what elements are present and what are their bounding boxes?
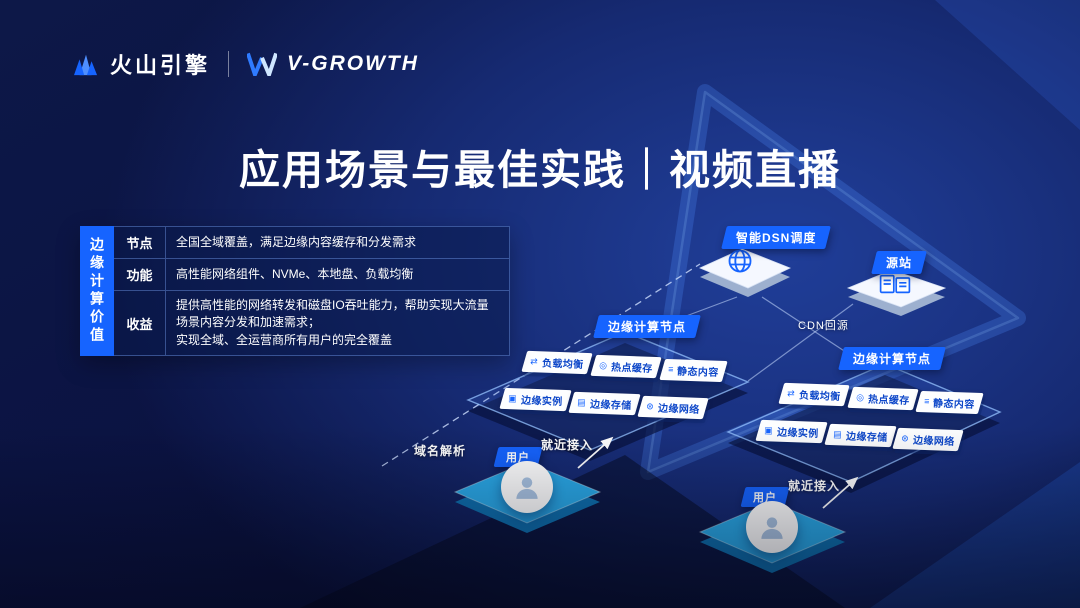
edge-value-table: 边缘计算价值 节点 全国全域覆盖，满足边缘内容缓存和分发需求 功能 高性能网络组… xyxy=(80,226,510,357)
edge1-module-edge-network: ⊛ 边缘网络 xyxy=(637,395,709,420)
edge-instance-icon: ▣ xyxy=(508,393,517,404)
table-row-benefit: 收益 提供高性能的网络转发和磁盘IO吞吐能力，帮助实现大流量场景内容分发和加速需… xyxy=(114,291,509,356)
origin-site-pill: 源站 xyxy=(874,251,924,274)
edge2-module-edge-storage: ▤ 边缘存储 xyxy=(824,423,897,448)
edge-module-label: 边缘存储 xyxy=(589,399,632,413)
edge-module-label: 边缘实例 xyxy=(776,427,819,441)
brand-vgrowth-label: V-GROWTH xyxy=(287,52,419,75)
edge1-module-edge-storage: ▤ 边缘存储 xyxy=(568,391,641,416)
table-row-node: 节点 全国全域覆盖，满足边缘内容缓存和分发需求 xyxy=(114,227,509,259)
edge1-module-edge-instance: ▣ 边缘实例 xyxy=(499,387,572,412)
origin-server-icon xyxy=(878,272,912,301)
person-icon xyxy=(516,477,538,499)
edge-module-label: 边缘网络 xyxy=(657,403,700,416)
row-label: 节点 xyxy=(114,227,166,258)
edge-module-label: 边缘网络 xyxy=(912,435,955,448)
dsn-scheduler-pill: 智能DSN调度 xyxy=(724,226,828,249)
static-content-icon: ≡ xyxy=(668,364,674,375)
user-avatar-2 xyxy=(746,501,798,553)
cdn-back-to-origin-label: CDN回源 xyxy=(798,320,849,332)
user-avatar-1 xyxy=(501,461,553,513)
edge2-module-edge-network: ⊛ 边缘网络 xyxy=(892,427,964,452)
edge-module-label: 边缘存储 xyxy=(845,431,888,445)
load-balance-icon: ⇄ xyxy=(530,356,538,367)
edge-module-label: 边缘实例 xyxy=(520,395,563,409)
volcano-engine-logo-icon xyxy=(74,54,98,76)
edge-network-icon: ⊛ xyxy=(901,433,909,444)
edge-node-2-pill: 边缘计算节点 xyxy=(841,347,943,370)
logo-divider xyxy=(228,51,230,77)
table-vertical-label: 边缘计算价值 xyxy=(80,226,114,357)
load-balance-icon: ⇄ xyxy=(787,388,795,399)
nearby-access-label-2: 就近接入 xyxy=(788,479,841,493)
edge-storage-icon: ▤ xyxy=(833,429,842,440)
edge1-module-hot-cache: ◎ 热点缓存 xyxy=(590,354,662,379)
hot-cache-icon: ◎ xyxy=(599,360,608,371)
row-label: 功能 xyxy=(114,259,166,290)
cdn-back-to-origin-line xyxy=(747,303,854,382)
edge2-module-static-content: ≡ 静态内容 xyxy=(915,390,984,415)
row-label: 收益 xyxy=(114,291,166,356)
slide-title: 应用场景与最佳实践｜视频直播 xyxy=(239,147,841,193)
person-icon xyxy=(761,517,783,539)
edge-module-label: 热点缓存 xyxy=(867,394,910,408)
nearby-access-label-1: 就近接入 xyxy=(541,438,594,452)
domain-resolution-label: 域名解析 xyxy=(414,444,467,458)
edge-instance-icon: ▣ xyxy=(764,425,773,436)
row-text: 提供高性能的网络转发和磁盘IO吞吐能力，帮助实现大流量场景内容分发和加速需求； … xyxy=(176,298,489,347)
vgrowth-logo-icon xyxy=(247,52,278,76)
edge-module-label: 负载均衡 xyxy=(541,358,584,371)
edge-storage-icon: ▤ xyxy=(577,397,586,408)
edge2-module-edge-instance: ▣ 边缘实例 xyxy=(755,419,828,444)
accent-triangle-bottom-right xyxy=(870,462,1080,608)
edge-module-label: 热点缓存 xyxy=(610,362,653,376)
edge2-module-load-balance: ⇄ 负载均衡 xyxy=(778,382,850,407)
edge-node-1-pill: 边缘计算节点 xyxy=(596,315,698,338)
table-rows: 节点 全国全域覆盖，满足边缘内容缓存和分发需求 功能 高性能网络组件、NVMe、… xyxy=(114,226,510,357)
table-row-function: 功能 高性能网络组件、NVMe、本地盘、负载均衡 xyxy=(114,259,509,291)
brand-header: 火山引擎 V-GROWTH xyxy=(72,48,419,80)
edge1-module-load-balance: ⇄ 负载均衡 xyxy=(521,350,593,375)
dsn-globe-icon xyxy=(726,247,754,280)
row-text: 全国全域覆盖，满足边缘内容缓存和分发需求 xyxy=(176,234,417,249)
hot-cache-icon: ◎ xyxy=(856,392,865,403)
brand-volcengine-label: 火山引擎 xyxy=(110,53,211,78)
edge-module-label: 静态内容 xyxy=(677,366,720,379)
corner-triangle-top-right xyxy=(935,0,1080,130)
static-content-icon: ≡ xyxy=(924,396,930,407)
edge-module-label: 静态内容 xyxy=(933,398,976,411)
edge1-module-static-content: ≡ 静态内容 xyxy=(659,358,728,383)
edge-module-label: 负载均衡 xyxy=(798,390,841,403)
edge2-module-hot-cache: ◎ 热点缓存 xyxy=(847,386,919,411)
edge-network-icon: ⊛ xyxy=(646,401,654,412)
row-text: 高性能网络组件、NVMe、本地盘、负载均衡 xyxy=(176,266,414,281)
